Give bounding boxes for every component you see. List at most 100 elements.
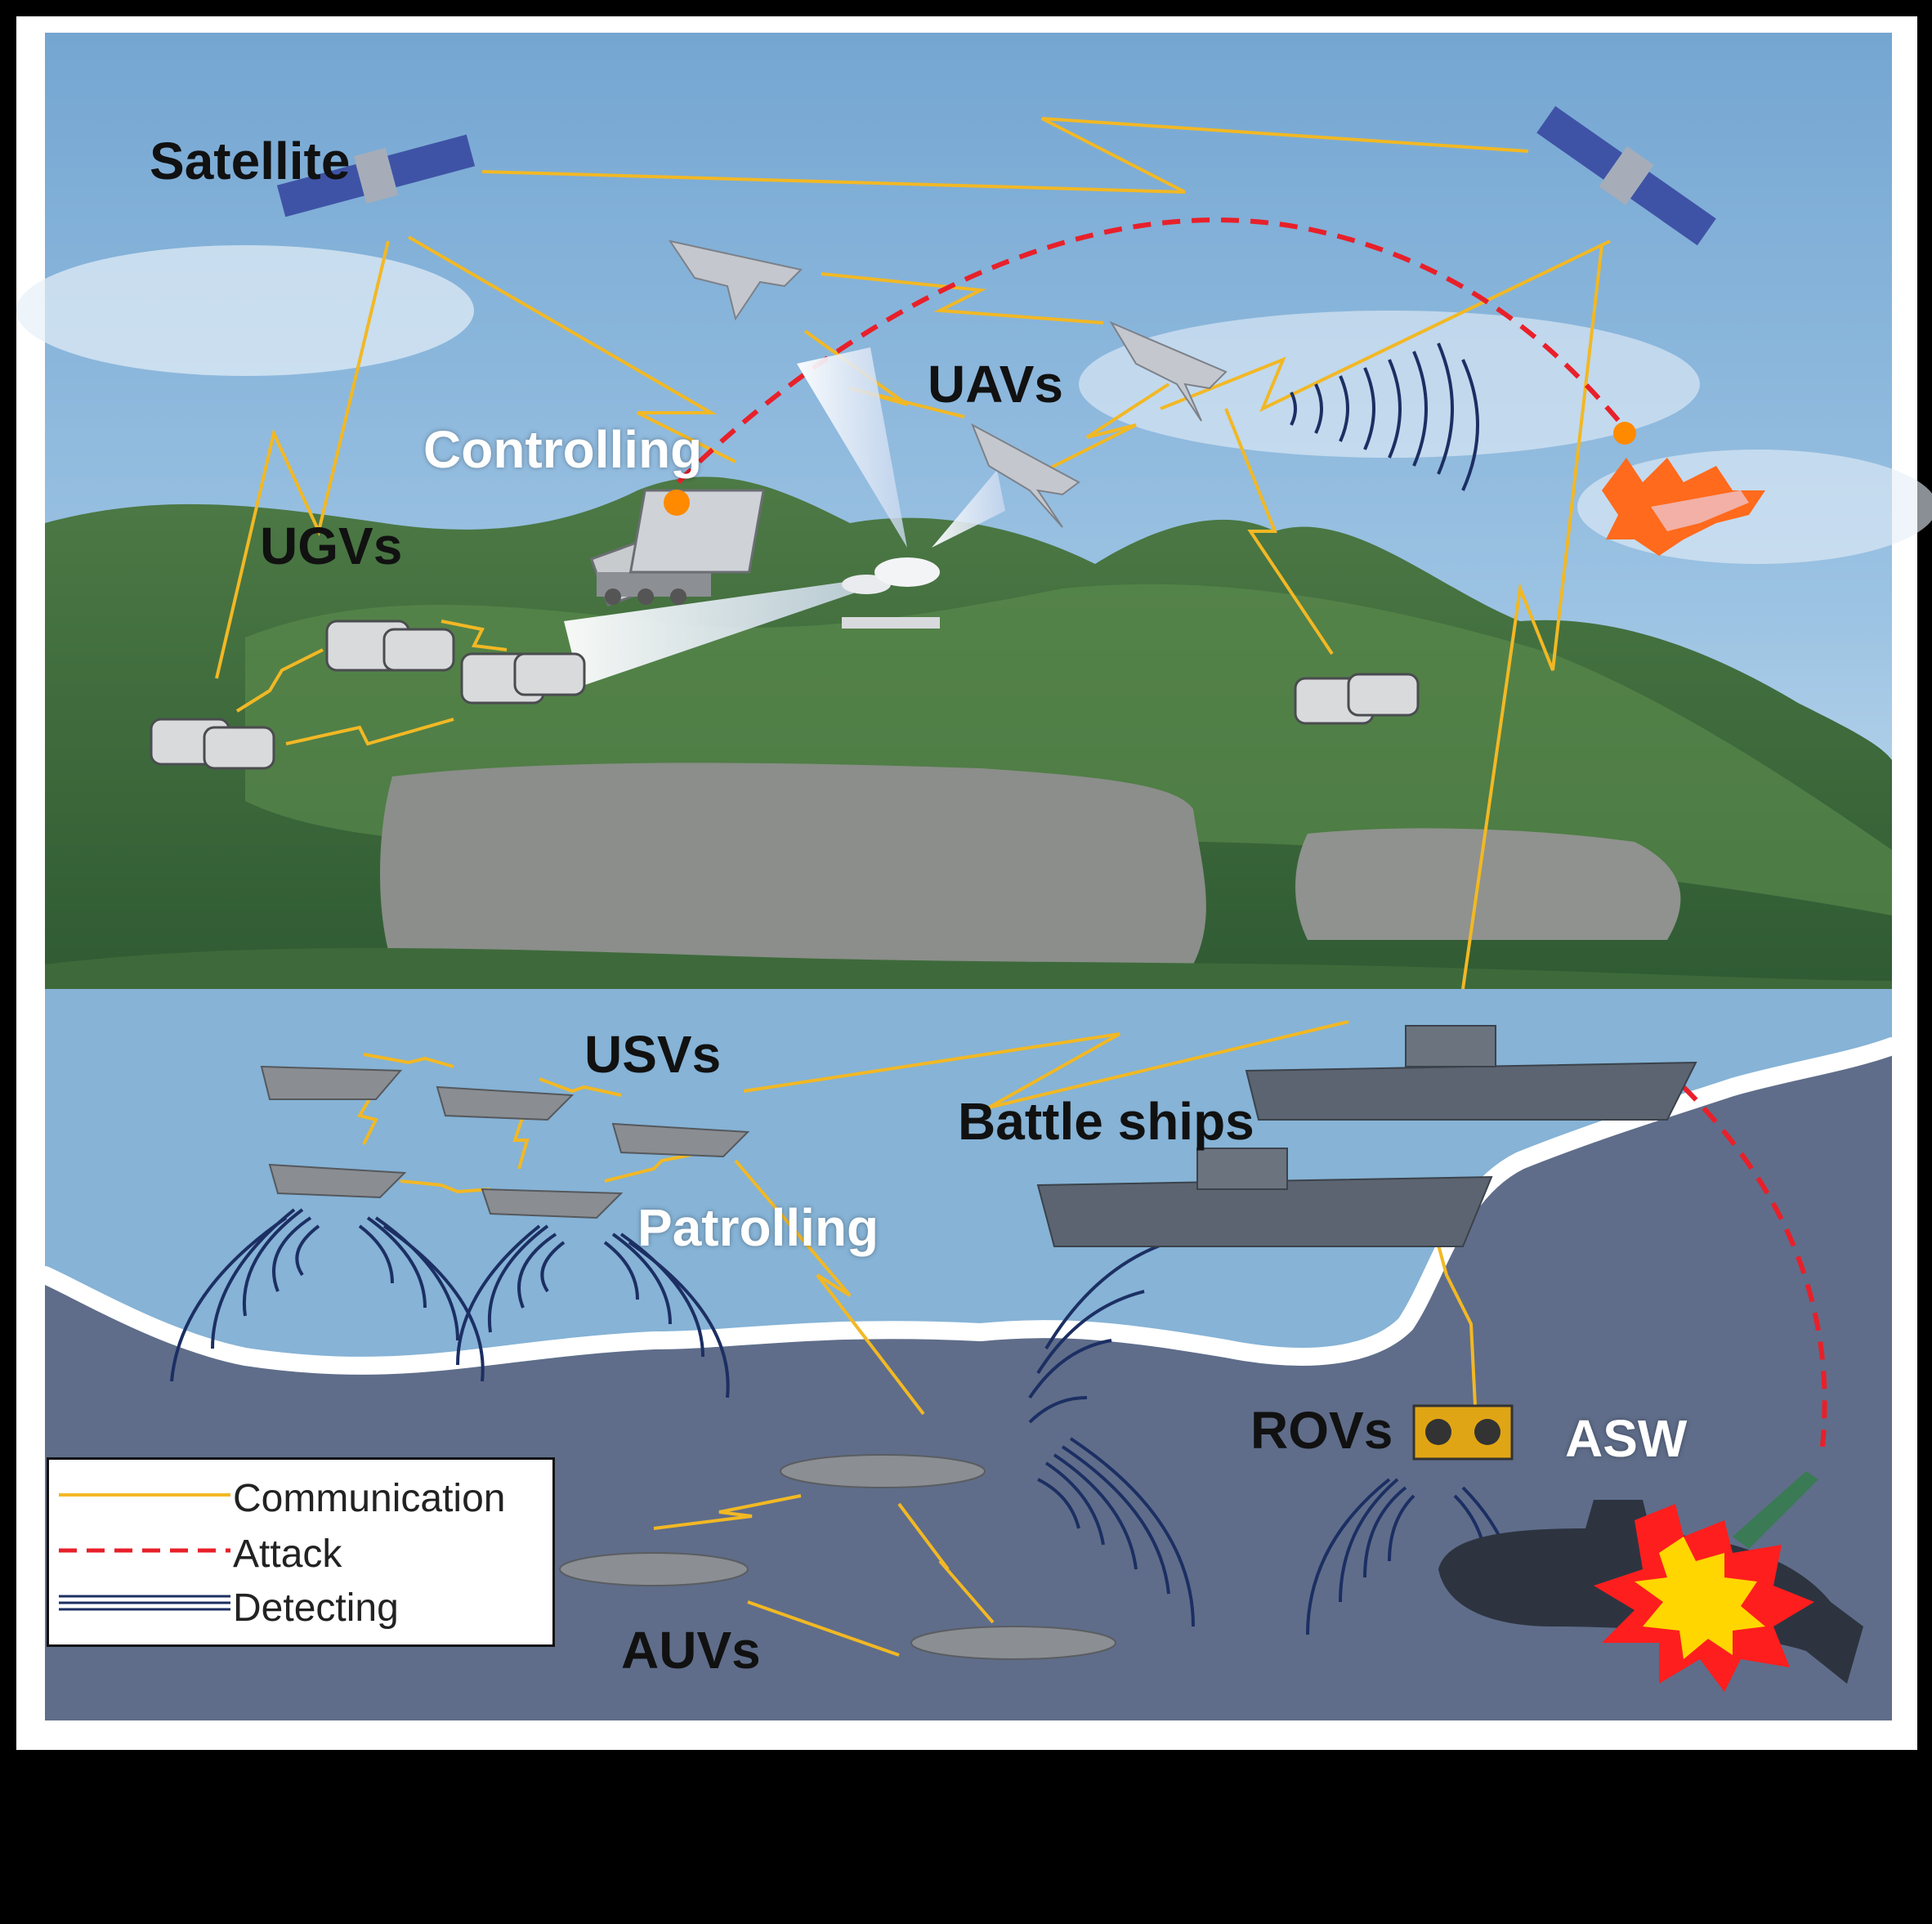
- comm-link-usv-to-auv: [734, 1159, 925, 1416]
- usv-boat: [268, 1163, 407, 1199]
- comm-link-ugv: [441, 620, 508, 651]
- label-asw: ASW: [1565, 1409, 1688, 1468]
- comm-link-uav-to-ugv: [1224, 408, 1334, 656]
- battle-ship: [1036, 1148, 1493, 1247]
- comm-link-sat-to-ugv: [215, 240, 390, 679]
- sonar-wave: [487, 1224, 549, 1333]
- sonar-wave: [1044, 1461, 1105, 1546]
- comm-link-usv: [604, 1151, 704, 1183]
- satellite-left: [276, 134, 476, 217]
- sonar-wave: [1036, 1290, 1145, 1375]
- cloud: [1079, 311, 1700, 458]
- cliff-left: [380, 763, 1206, 964]
- sonar-wave: [1028, 1339, 1112, 1399]
- sonar-wave: [540, 1241, 566, 1293]
- shoreline-trees: [45, 948, 1892, 999]
- cloud: [16, 245, 474, 376]
- label-rovs: ROVs: [1250, 1401, 1393, 1460]
- sonar-wave: [382, 1224, 485, 1382]
- sonar-wave: [1306, 1478, 1391, 1635]
- legend-row-communication: Communication: [49, 1470, 552, 1520]
- ugv-vehicle: [1347, 673, 1420, 717]
- satellite-right: [1536, 105, 1716, 246]
- sonar-wave: [272, 1216, 312, 1292]
- comm-link-auv: [897, 1502, 995, 1624]
- sonar-wave: [1044, 1241, 1169, 1350]
- sonar-wave: [517, 1233, 557, 1309]
- comm-link-uav: [1160, 239, 1611, 413]
- comm-link-usv: [539, 1077, 622, 1097]
- comm-link-ugv: [235, 648, 324, 713]
- sonar-wave: [1412, 351, 1428, 467]
- sonar-wave: [358, 1224, 394, 1284]
- auv-group: [559, 1454, 1116, 1660]
- comm-link-sat-to-ship: [1461, 244, 1603, 990]
- usv-group: [260, 1065, 750, 1219]
- sonar-wave: [628, 1241, 730, 1398]
- radar-beams: [564, 347, 1005, 687]
- comm-link-usv-to-ship: [743, 1020, 1349, 1109]
- sonar-wave: [170, 1216, 288, 1382]
- torpedo: [1733, 1471, 1818, 1549]
- sonar-wave: [611, 1233, 672, 1325]
- label-usvs: USVs: [584, 1025, 722, 1084]
- sonar-wave: [1437, 342, 1454, 475]
- sonar-wave: [1339, 1478, 1399, 1603]
- auv-vehicle: [559, 1552, 749, 1586]
- legend-detecting-label: Detecting: [233, 1586, 399, 1630]
- battle-ship: [1245, 1025, 1697, 1121]
- communication-line-sample: [59, 1493, 230, 1497]
- uav-drone: [1109, 320, 1228, 422]
- sonar-wave: [366, 1216, 427, 1309]
- attack-path-torpedo: [1681, 1085, 1827, 1447]
- comm-link-auv: [653, 1494, 802, 1530]
- radar-beam: [797, 347, 907, 548]
- cliff-right: [1295, 828, 1681, 940]
- sonar-wave: [1053, 1453, 1138, 1570]
- sonar-wave: [1314, 383, 1323, 434]
- ugv-vehicle: [513, 652, 586, 696]
- uav-drone: [971, 423, 1080, 528]
- ugv-vehicle: [382, 628, 455, 672]
- uav-group: [668, 239, 1228, 528]
- usv-boat: [481, 1188, 624, 1219]
- sonar-wave: [295, 1224, 320, 1277]
- comm-link-sat-to-radar: [407, 235, 736, 463]
- legend-attack-label: Attack: [233, 1532, 342, 1576]
- usv-boat: [611, 1122, 750, 1158]
- missile-fire: [664, 490, 690, 516]
- submarine-explosion-core: [1635, 1537, 1765, 1659]
- sonar-wave: [1061, 1445, 1170, 1595]
- label-ugvs: UGVs: [260, 517, 403, 575]
- ugv-group: [150, 620, 1420, 770]
- comm-link-usv: [400, 1179, 491, 1194]
- legend-row-detecting: Detecting: [49, 1579, 552, 1630]
- communication-links: [215, 117, 1611, 1657]
- comm-link-ugv: [285, 718, 454, 746]
- sonar-wave: [456, 1224, 541, 1366]
- sonar-wave: [1363, 367, 1375, 450]
- auv-vehicle: [910, 1626, 1116, 1660]
- sonar-wave: [1069, 1437, 1195, 1627]
- legend-row-attack: Attack: [49, 1525, 552, 1576]
- comm-link-uav: [821, 272, 1104, 324]
- rov-vehicle: [1412, 1404, 1514, 1461]
- sonar-wave: [1290, 392, 1297, 426]
- label-controlling: Controlling: [423, 420, 703, 479]
- missile-fire: [1613, 422, 1636, 445]
- comm-link-uav: [1037, 383, 1170, 476]
- auv-vehicle: [780, 1454, 986, 1488]
- aircraft-silhouette: [1651, 490, 1749, 531]
- label-battle-ships: Battle ships: [958, 1092, 1254, 1151]
- comm-link-usv: [512, 1115, 530, 1170]
- usv-boat: [436, 1085, 575, 1121]
- label-auvs: AUVs: [621, 1621, 761, 1680]
- uav-drone: [668, 239, 803, 321]
- sonar-wave: [1339, 375, 1349, 442]
- comm-link-usv: [356, 1094, 378, 1145]
- ugv-vehicle: [203, 726, 275, 770]
- sonar-wave: [242, 1208, 304, 1317]
- comm-link-auv: [747, 1600, 900, 1657]
- sonar-wave: [1461, 359, 1479, 491]
